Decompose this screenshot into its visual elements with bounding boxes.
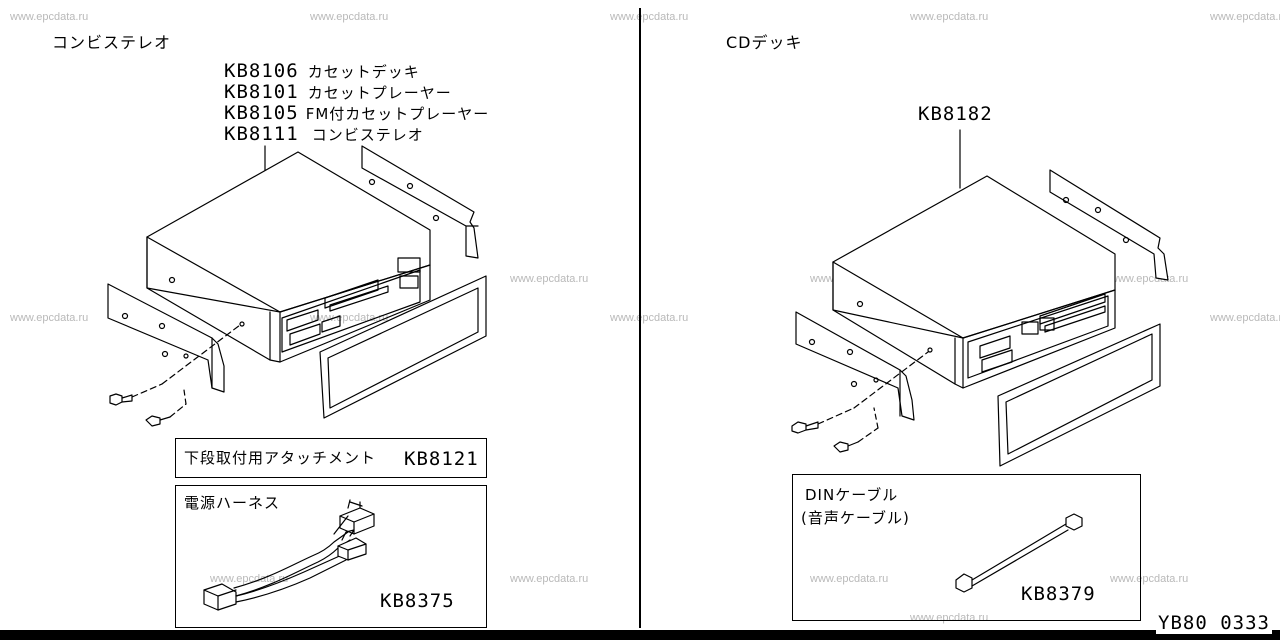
power-harness-box: 電源ハーネス KB8375 — [175, 485, 487, 628]
right-section-title: CDデッキ — [726, 33, 803, 52]
part-callout: KB8111 コンビステレオ — [224, 123, 489, 145]
watermark: www.epcdata.ru — [10, 312, 89, 324]
part-description: カセットプレーヤー — [307, 84, 452, 102]
page-id: YB80 0333 — [1156, 612, 1272, 634]
din-cable-drawing — [955, 513, 1083, 593]
din-cable-part-number: KB8379 — [1021, 583, 1096, 605]
part-description: FM付カセットプレーヤー — [305, 105, 490, 123]
watermark: www.epcdata.ru — [1110, 273, 1189, 285]
part-description: カセットデッキ — [307, 63, 420, 81]
watermark: www.epcdata.ru — [910, 11, 989, 23]
part-number: KB8105 — [224, 102, 299, 124]
watermark: www.epcdata.ru — [910, 612, 989, 624]
watermark: www.epcdata.ru — [610, 312, 689, 324]
watermark: www.epcdata.ru — [1210, 312, 1280, 324]
watermark: www.epcdata.ru — [810, 573, 889, 585]
attachment-part-number: KB8121 — [404, 448, 479, 470]
part-callout: KB8105 FM付カセットプレーヤー — [224, 102, 490, 124]
cd-deck-part-number: KB8182 — [918, 103, 993, 125]
watermark: www.epcdata.ru — [10, 11, 89, 23]
power-harness-drawing — [203, 499, 375, 611]
watermark: www.epcdata.ru — [510, 273, 589, 285]
watermark: www.epcdata.ru — [1210, 11, 1280, 23]
screws — [109, 321, 245, 427]
part-number: KB8106 — [224, 60, 299, 82]
face-frame — [997, 323, 1161, 467]
attachment-box: 下段取付用アタッチメント KB8121 — [175, 438, 487, 478]
part-callout: KB8106 カセットデッキ — [224, 60, 489, 82]
part-number: KB8111 — [224, 123, 299, 145]
din-cable-box: DINケーブル (音声ケーブル) KB8379 — [792, 474, 1141, 621]
part-description: コンビステレオ — [311, 126, 424, 144]
power-harness-part-number: KB8375 — [380, 590, 455, 612]
part-number: KB8101 — [224, 81, 299, 103]
watermark: www.epcdata.ru — [510, 573, 589, 585]
side-bracket-right — [1049, 169, 1169, 281]
face-frame — [319, 275, 487, 419]
power-harness-label: 電源ハーネス — [184, 494, 281, 512]
side-bracket-left — [795, 311, 915, 421]
panel-divider — [639, 8, 641, 628]
watermark: www.epcdata.ru — [1110, 573, 1189, 585]
watermark: www.epcdata.ru — [310, 11, 389, 23]
cd-deck-unit — [832, 175, 1116, 389]
bottom-bar — [0, 630, 1280, 640]
stereo-unit — [146, 151, 431, 363]
part-callout: KB8101 カセットプレーヤー — [224, 81, 489, 103]
side-bracket-left — [107, 283, 225, 393]
side-bracket-right — [361, 145, 479, 259]
watermark: www.epcdata.ru — [610, 11, 689, 23]
attachment-label: 下段取付用アタッチメント — [184, 449, 377, 467]
screws — [791, 347, 933, 453]
part-callout-list: KB8106 カセットデッキ KB8101 カセットプレーヤー KB8105 F… — [224, 60, 490, 145]
left-section-title: コンビステレオ — [52, 33, 172, 52]
din-cable-label: DINケーブル — [805, 486, 899, 504]
din-cable-sublabel: (音声ケーブル) — [801, 509, 910, 527]
